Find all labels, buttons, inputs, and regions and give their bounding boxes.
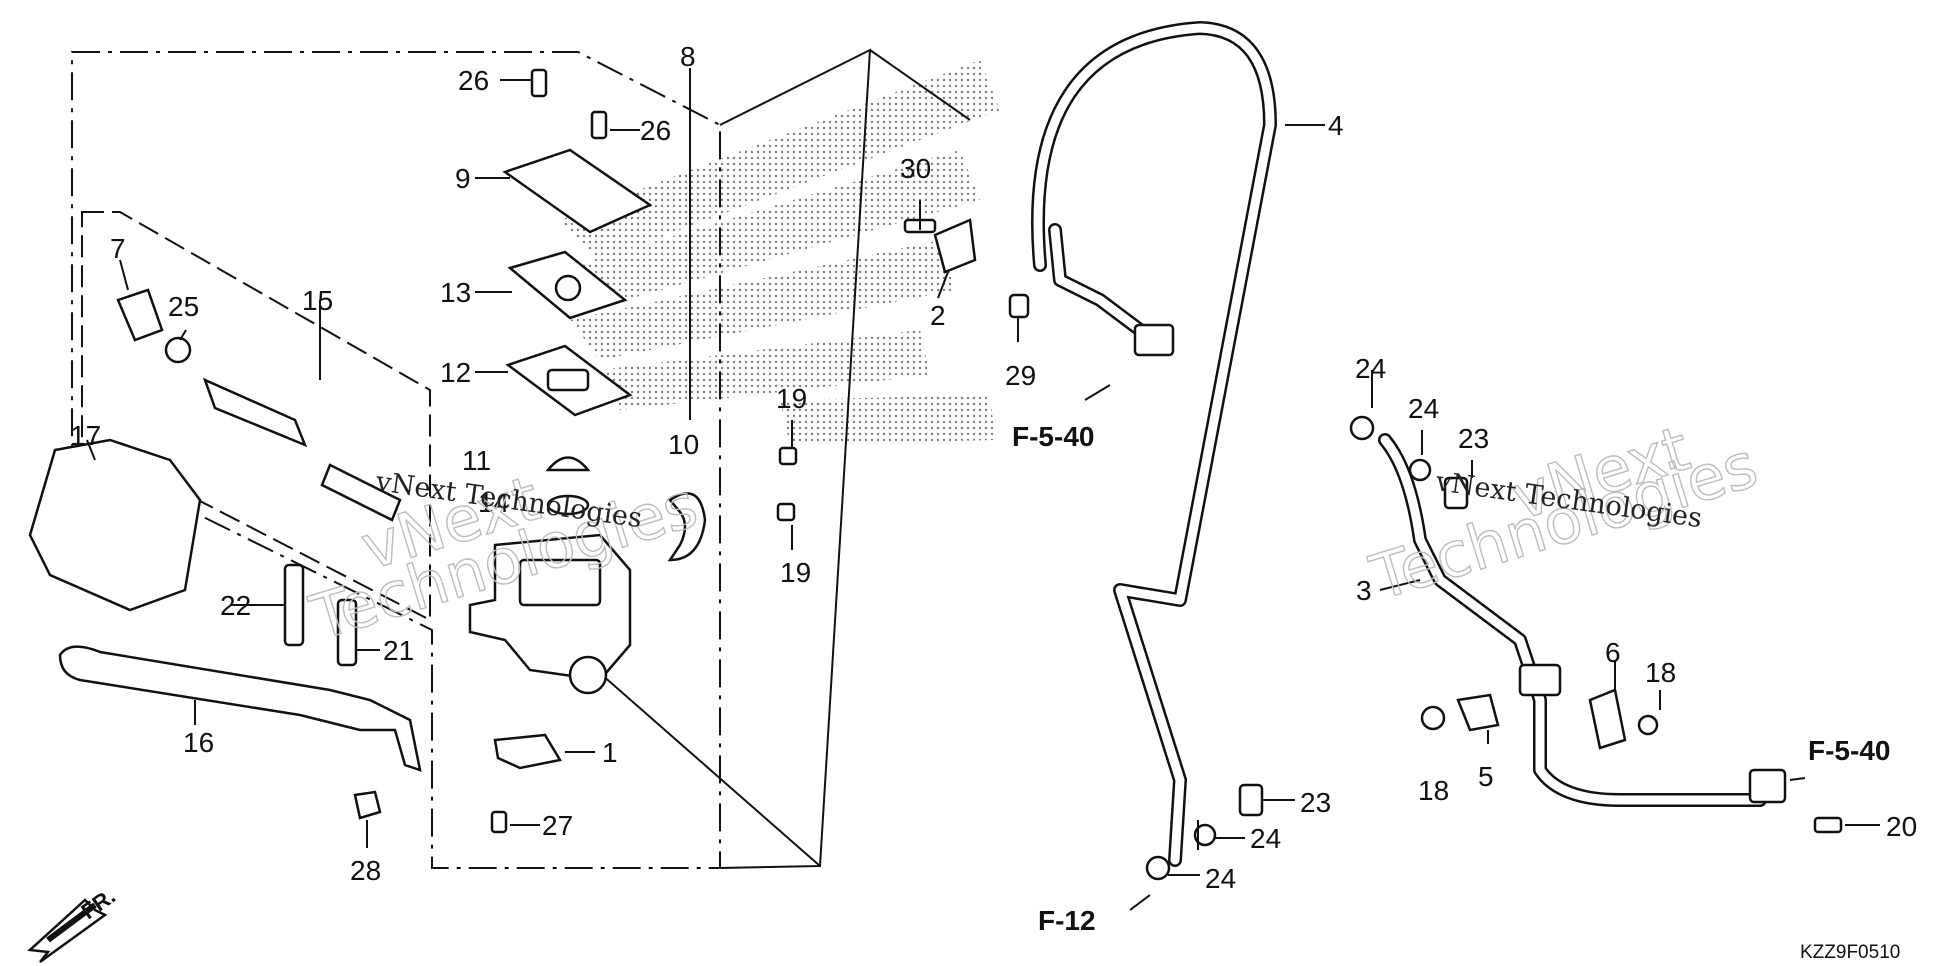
part-label-28: 28 bbox=[350, 855, 381, 886]
part-label-6: 6 bbox=[1605, 637, 1621, 668]
part-label-1: 1 bbox=[602, 737, 618, 768]
part-labels: 8 26 26 9 13 12 11 14 10 19 19 1 27 28 1… bbox=[70, 41, 1917, 894]
ref-label-f12: F-12 bbox=[1038, 905, 1096, 936]
part-label-26: 26 bbox=[640, 115, 671, 146]
part-label-29: 29 bbox=[1005, 360, 1036, 391]
part-label-18: 18 bbox=[1645, 657, 1676, 688]
part-label-14: 14 bbox=[478, 487, 509, 518]
diagram-code: KZZ9F0510 bbox=[1800, 942, 1900, 963]
ref-label-f540: F-5-40 bbox=[1012, 421, 1094, 452]
part-label-21: 21 bbox=[383, 635, 414, 666]
honda-wing-watermark bbox=[560, 60, 1000, 445]
part-label-13: 13 bbox=[440, 277, 471, 308]
part-label-24: 24 bbox=[1205, 863, 1236, 894]
part-label-24: 24 bbox=[1408, 393, 1439, 424]
part-label-2: 2 bbox=[930, 300, 946, 331]
front-arrow-icon bbox=[27, 898, 108, 964]
part-label-7: 7 bbox=[110, 233, 126, 264]
brake-hoses bbox=[903, 21, 1843, 911]
part-label-9: 9 bbox=[455, 163, 471, 194]
master-cylinder-parts bbox=[28, 68, 798, 834]
part-label-20: 20 bbox=[1886, 811, 1917, 842]
part-label-16: 16 bbox=[183, 727, 214, 758]
part-label-25: 25 bbox=[168, 291, 199, 322]
part-label-3: 3 bbox=[1356, 575, 1372, 606]
part-label-8: 8 bbox=[680, 41, 696, 72]
part-label-15: 15 bbox=[302, 285, 333, 316]
part-label-24: 24 bbox=[1355, 353, 1386, 384]
part-label-10: 10 bbox=[668, 429, 699, 460]
part-label-11: 11 bbox=[462, 445, 491, 476]
part-label-22: 22 bbox=[220, 590, 251, 621]
part-label-24: 24 bbox=[1250, 823, 1281, 854]
part-label-12: 12 bbox=[440, 357, 471, 388]
part-label-19: 19 bbox=[780, 557, 811, 588]
leader-lines bbox=[86, 68, 1880, 876]
part-label-19: 19 bbox=[776, 383, 807, 414]
part-label-18: 18 bbox=[1418, 775, 1449, 806]
part-label-23: 23 bbox=[1458, 423, 1489, 454]
part-label-4: 4 bbox=[1328, 110, 1344, 141]
part-label-26: 26 bbox=[458, 65, 489, 96]
part-label-30: 30 bbox=[900, 153, 931, 184]
part-label-23: 23 bbox=[1300, 787, 1331, 818]
ref-label-f540: F-5-40 bbox=[1808, 735, 1890, 766]
part-label-27: 27 bbox=[542, 810, 573, 841]
part-label-17: 17 bbox=[70, 420, 101, 451]
part-label-5: 5 bbox=[1478, 761, 1494, 792]
reference-labels: F-5-40 F-5-40 F-12 bbox=[1012, 421, 1890, 936]
